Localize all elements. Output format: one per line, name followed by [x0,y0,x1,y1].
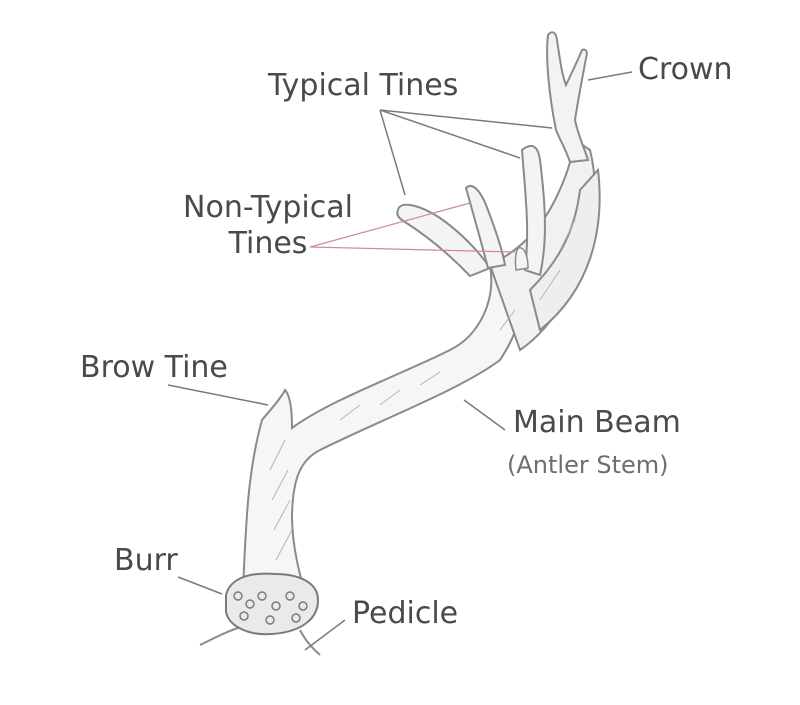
label-burr: Burr [114,543,178,578]
label-non-typical-line1: Non-Typical [183,190,353,225]
leader-lines [167,71,633,651]
crown-shape [546,31,590,164]
leader-pedicle [304,619,346,651]
burr-shape [225,572,320,636]
label-pedicle: Pedicle [352,596,459,631]
leader-burr [177,576,223,595]
label-typical-tines: Typical Tines [268,68,459,103]
typical-tine-shape [520,144,546,277]
back-beam-shape [528,167,601,332]
label-brow-tine: Brow Tine [80,350,228,385]
non-typical-tine-left-shape [396,203,492,278]
small-point-shape [514,247,529,271]
non-typical-tine-right-shape [464,185,507,270]
leader-typical-1 [379,109,406,196]
label-main-beam-sub: (Antler Stem) [507,451,669,479]
pedicle-shape [199,627,321,656]
label-non-typical-line2: Tines [228,226,308,261]
leader-lines-non-typical [309,202,516,253]
leader-main-beam [463,399,506,431]
leader-non-typical-1 [309,202,471,248]
leader-typical-2 [379,109,521,159]
leader-typical-3 [379,109,553,129]
leader-brow-tine [167,384,269,406]
leader-crown [587,71,633,81]
label-main-beam: Main Beam [513,405,681,440]
label-non-typical-tines: Non-Typical Tines [168,190,368,262]
main-beam-shape [241,260,524,591]
label-crown: Crown [638,52,733,87]
shading-strokes [269,219,576,561]
leader-non-typical-2 [309,246,516,253]
